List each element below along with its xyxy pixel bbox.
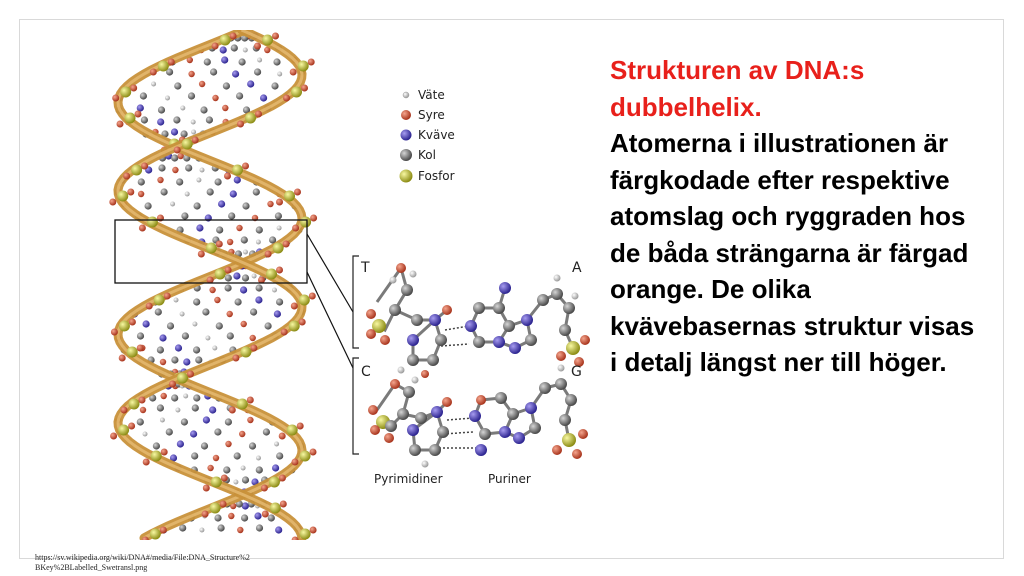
zoom-line-top [306, 233, 354, 313]
zoom-indicator [114, 219, 354, 369]
caption-purines: Puriner [488, 472, 531, 486]
description-text: Strukturen av DNA:s dubbelhelix. Atomern… [610, 52, 980, 381]
slide-frame [19, 19, 1004, 559]
legend-swatch-nitrogen [400, 129, 412, 141]
legend-label-oxygen: Syre [418, 108, 445, 122]
dna-double-helix [109, 30, 318, 540]
legend-swatch-oxygen [401, 110, 411, 120]
base-pair-t-a [366, 263, 590, 378]
pair-label-g: G [571, 364, 582, 380]
zoom-line-bottom [306, 271, 354, 369]
atom-legend: Väte Syre Kväve Kol Fosfor [399, 88, 455, 183]
bracket-top [352, 255, 359, 349]
body-text: Atomerna i illustrationen är färgkodade … [610, 128, 975, 377]
dna-illustration: T A C G Pyrimidiner Puriner Väte Syre Kv… [109, 30, 590, 540]
legend-label-nitrogen: Kväve [418, 128, 455, 142]
base-pair-c-g [368, 364, 588, 468]
pair-label-a: A [572, 260, 582, 276]
caption-pyrimidines: Pyrimidiner [374, 472, 443, 486]
source-link[interactable]: https://sv.wikipedia.org/wiki/DNA#/media… [35, 553, 250, 572]
title-line-2: dubbelhelix. [610, 91, 762, 122]
legend-label-hydrogen: Väte [418, 88, 445, 102]
bracket-bottom [352, 357, 359, 455]
legend-swatch-carbon [400, 149, 412, 161]
legend-swatch-hydrogen [402, 91, 410, 99]
title-line-1: Strukturen av DNA:s [610, 55, 865, 85]
zoom-box [114, 219, 308, 284]
pair-label-t: T [360, 260, 370, 276]
legend-swatch-phosphorus [399, 169, 413, 183]
pair-label-c: C [361, 364, 371, 380]
legend-label-phosphorus: Fosfor [418, 169, 455, 183]
helix-strand-back [110, 30, 318, 540]
legend-label-carbon: Kol [418, 148, 436, 162]
